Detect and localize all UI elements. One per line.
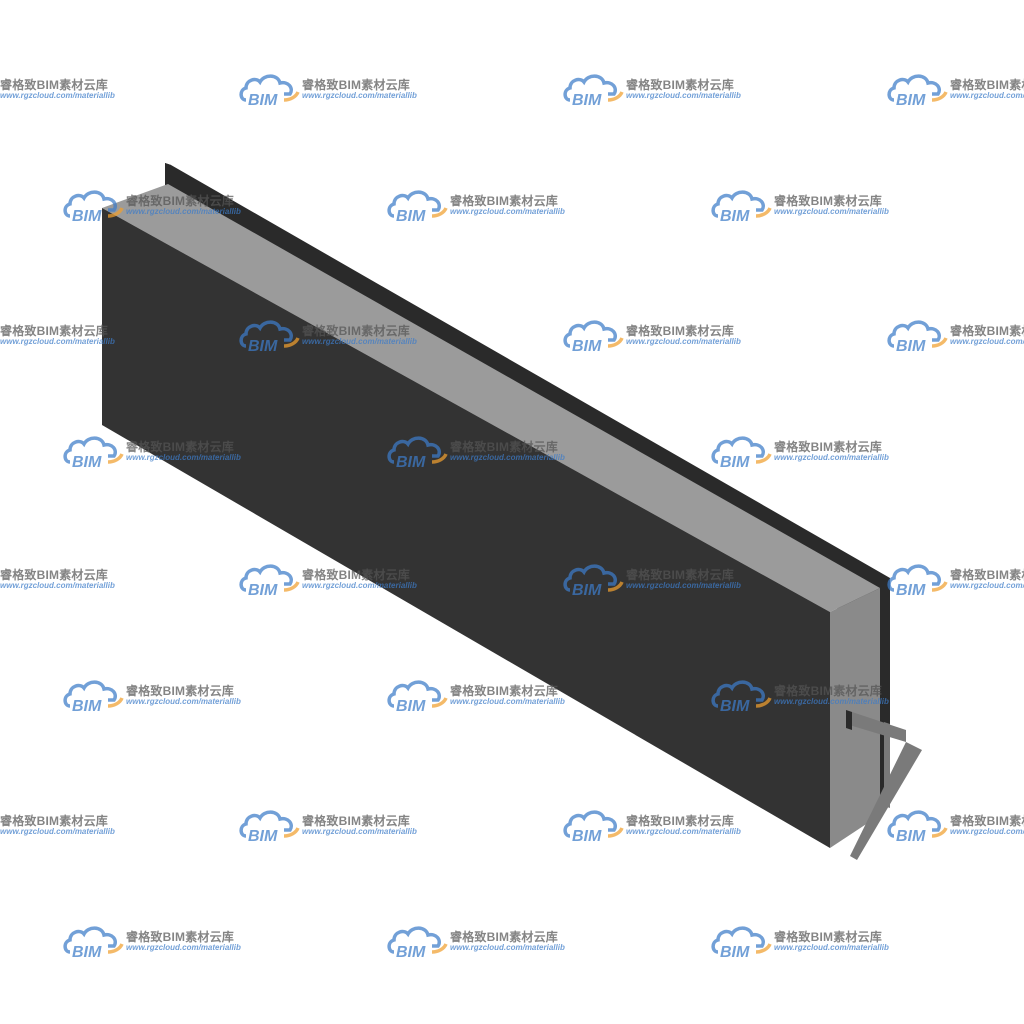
bracket-plate	[846, 710, 906, 742]
bracket-tab	[846, 710, 852, 730]
box-top-face	[102, 184, 880, 612]
bracket-arm	[850, 742, 922, 860]
box-front-face	[102, 208, 830, 848]
